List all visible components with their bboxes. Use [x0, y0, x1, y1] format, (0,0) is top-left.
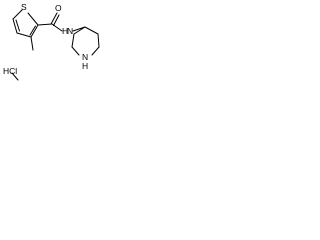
thiophene-ring: [12, 9, 39, 38]
ring-n-label: N: [82, 52, 88, 62]
pip-bond-4: [71, 46, 80, 56]
piperidine-ring: [71, 26, 100, 56]
oxygen-label: O: [55, 3, 62, 13]
bond-c3-c4: [12, 18, 18, 34]
bond-c1-carbonyl: [37, 23, 53, 26]
pip-bond-3: [91, 46, 100, 56]
bond-c2-c3: [16, 32, 32, 38]
bond-n-piperidine: [72, 26, 86, 32]
bond-c1-c2: [30, 24, 39, 38]
amide-n-label: N: [67, 26, 73, 36]
pip-bond-5: [71, 33, 75, 48]
pip-bond-1: [84, 26, 99, 35]
methyl-bond: [30, 36, 34, 51]
carbonyl-group: [37, 12, 60, 26]
ring-h-label: H: [82, 61, 88, 71]
pip-bond-2: [97, 33, 100, 48]
sulfur-label: S: [21, 2, 27, 12]
hcl-label: HCl: [3, 66, 17, 76]
hcl-bond: [11, 72, 19, 81]
structure-drawing: S O H N N H HCl: [3, 2, 100, 81]
bond-c1-c2-inner: [29, 25, 36, 36]
carbonyl-double-2: [53, 14, 60, 26]
pip-bond-6: [73, 26, 86, 35]
bond-s-c1: [27, 12, 39, 26]
molecule-structure: S O H N N H HCl: [0, 0, 120, 92]
amide-h-label: H: [62, 26, 68, 36]
bond-c3-c4-inner: [15, 19, 20, 32]
bond-c4-s: [12, 9, 23, 20]
carbonyl-double-1: [50, 12, 58, 25]
bond-carbonyl-n: [51, 23, 63, 32]
